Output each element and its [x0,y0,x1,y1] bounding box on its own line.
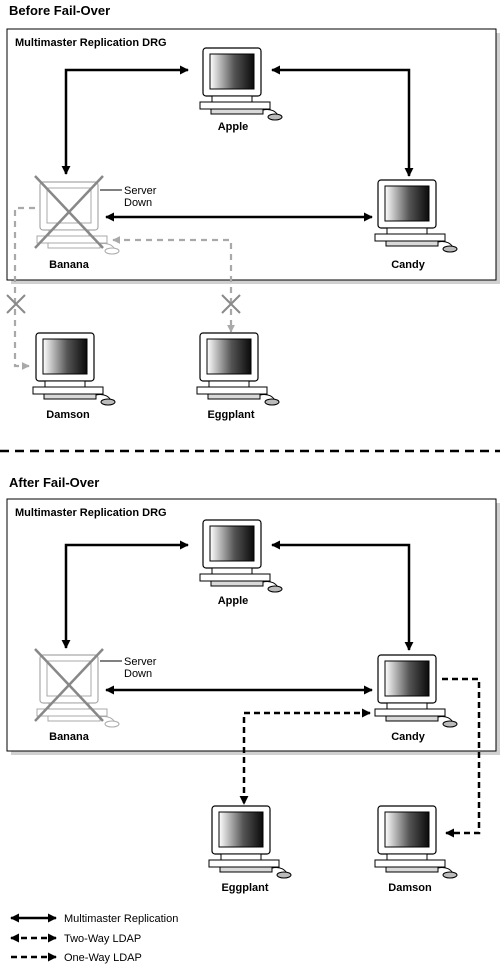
section-before: Before Fail-Over Multimaster Replication… [6,3,500,421]
computer-candy: Candy [374,654,458,743]
node-label-apple: Apple [218,595,249,607]
computer-eggplant: Eggplant [196,332,280,421]
replication-link-apple-banana [61,540,189,649]
computer-eggplant: Eggplant [208,805,292,894]
node-label-candy: Candy [391,259,426,271]
legend-item-multimaster: Multimaster Replication [10,913,178,925]
computer-damson: Damson [374,805,458,894]
broken-link-x-icon [6,294,26,314]
ldap-one-way-candy-damson [442,677,481,838]
replication-link-apple-banana [61,65,189,175]
replication-link-apple-candy [271,540,414,651]
node-label-damson: Damson [388,882,432,894]
legend-item-two-way-ldap: Two-Way LDAP [10,933,141,945]
failed-link-banana-damson [13,206,35,370]
computer-banana: Banana Server Down [33,174,157,271]
section-title: After Fail-Over [9,475,99,490]
failed-link-banana-eggplant [112,236,235,333]
legend-label: One-Way LDAP [64,952,142,964]
server-down-note-line2: Down [124,197,152,209]
node-label-banana: Banana [49,731,90,743]
legend: Multimaster Replication Two-Way LDAP One… [10,913,178,964]
node-label-banana: Banana [49,259,90,271]
computer-icon [374,805,458,879]
computer-candy: Candy [374,179,458,271]
node-label-eggplant: Eggplant [221,882,268,894]
section-title: Before Fail-Over [9,3,110,18]
computer-icon [32,332,116,406]
computer-damson: Damson [32,332,116,421]
legend-label: Multimaster Replication [64,913,178,925]
group-label: Multimaster Replication DRG [15,37,167,49]
computer-icon [196,332,280,406]
server-down-note-line1: Server [124,185,157,197]
section-after: After Fail-Over Multimaster Replication … [6,475,500,894]
node-label-candy: Candy [391,731,426,743]
node-label-apple: Apple [218,121,249,133]
server-down-note-line2: Down [124,668,152,680]
group-label: Multimaster Replication DRG [15,507,167,519]
broken-link-x-icon [221,294,241,314]
ldap-two-way-candy-eggplant [239,708,371,805]
node-label-eggplant: Eggplant [207,409,254,421]
computer-icon [208,805,292,879]
legend-label: Two-Way LDAP [64,933,141,945]
replication-link-apple-candy [271,65,414,177]
server-down-note-line1: Server [124,656,157,668]
computer-apple: Apple [199,519,283,607]
legend-item-one-way-ldap: One-Way LDAP [11,952,142,964]
node-label-damson: Damson [46,409,90,421]
computer-apple: Apple [199,47,283,133]
computer-banana: Banana Server Down [33,647,157,743]
